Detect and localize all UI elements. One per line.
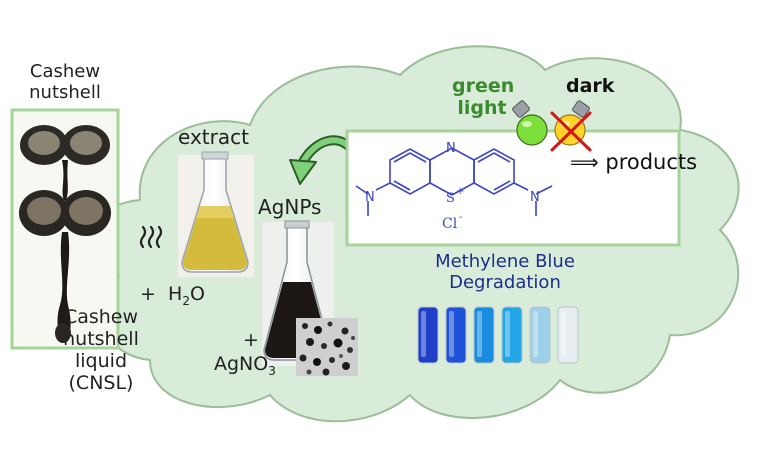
silver-nitrate-label: AgNO3 xyxy=(214,353,276,379)
heat-icon xyxy=(139,225,163,249)
agnps-label: AgNPs xyxy=(258,195,322,219)
water-tail: O xyxy=(189,283,205,305)
mb-line-2: Degradation xyxy=(449,271,561,293)
cashew-nutshell-image xyxy=(10,108,120,350)
molecule-n-left: N xyxy=(365,190,375,205)
green-light-line-1: green xyxy=(452,75,515,97)
vial xyxy=(473,306,495,364)
cnsl-line-1: Cashew xyxy=(63,306,139,328)
molecule-n-right: N xyxy=(530,190,540,205)
title-line-2: nutshell xyxy=(29,81,101,103)
products-label: products xyxy=(605,150,698,174)
vial xyxy=(417,306,439,364)
cross-icon xyxy=(550,111,592,152)
water-subscript: 2 xyxy=(182,293,190,308)
silver-formula: AgNO xyxy=(214,353,269,375)
silver-nitrate-plus: + xyxy=(243,329,259,351)
plus-sign: + xyxy=(140,283,156,305)
methylene-blue-degradation-label: Methylene Blue Degradation xyxy=(405,251,605,293)
silver-subscript: 3 xyxy=(268,363,276,378)
vial xyxy=(557,306,579,364)
molecule-chloride-charge: - xyxy=(459,212,462,223)
vials-image xyxy=(417,306,579,364)
green-light-bulb-icon xyxy=(512,100,548,146)
mb-line-1: Methylene Blue xyxy=(435,251,575,272)
dark-label: dark xyxy=(566,75,615,97)
molecule-n-top: N xyxy=(446,141,456,156)
cashew-nutshell-title: Cashew nutshell xyxy=(14,61,116,103)
cnsl-line-2: nutshell xyxy=(63,327,139,350)
molecule-sulfur-charge: + xyxy=(456,186,464,197)
extract-flask-image xyxy=(178,151,254,277)
water-addition-label: + H2O xyxy=(140,283,205,309)
molecule-sulfur: S xyxy=(446,191,455,206)
vial xyxy=(529,306,551,364)
title-line-1: Cashew xyxy=(29,61,101,82)
vial xyxy=(445,306,467,364)
products-label-group: ⟹ products xyxy=(570,150,697,174)
water-formula: H xyxy=(168,283,183,305)
cnsl-label: Cashew nutshell liquid (CNSL) xyxy=(46,306,156,394)
green-light-label: green light xyxy=(452,75,515,120)
cnsl-line-3: liquid xyxy=(75,349,127,372)
extract-label: extract xyxy=(178,125,249,149)
green-light-line-2: light xyxy=(457,96,507,119)
molecule-chloride: Cl xyxy=(442,216,458,232)
cnsl-line-4: (CNSL) xyxy=(68,371,134,394)
vial xyxy=(501,306,523,364)
products-arrow: ⟹ xyxy=(570,150,599,174)
methylene-blue-structure: N N N S + Cl - xyxy=(345,129,681,247)
tem-image-inset xyxy=(296,318,358,376)
